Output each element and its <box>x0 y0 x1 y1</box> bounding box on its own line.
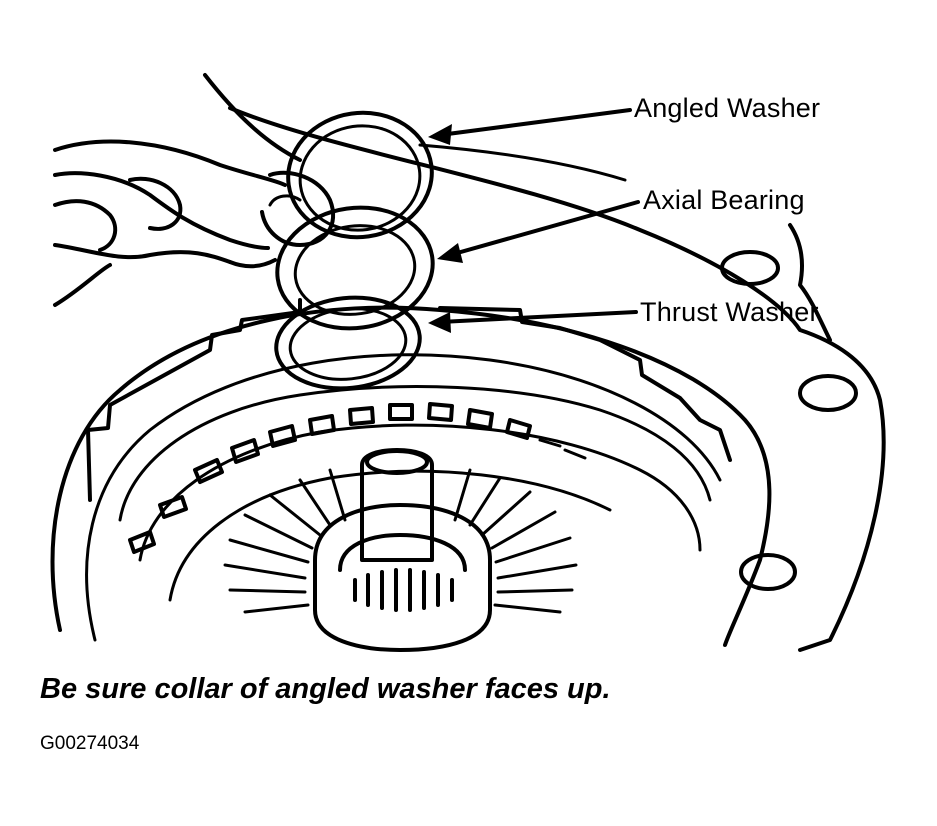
callout-angled-washer: Angled Washer <box>634 93 821 123</box>
clutch-drum <box>86 298 732 602</box>
bolt-hole-3 <box>739 553 797 591</box>
clutch-plate-teeth <box>128 402 587 554</box>
callout-thrust-washer: Thrust Washer <box>640 297 819 327</box>
bolt-hole-2 <box>798 374 858 412</box>
bolt-hole-1 <box>720 250 780 286</box>
leader-arrows <box>418 108 640 333</box>
hand-illustration <box>53 73 336 307</box>
output-shaft <box>313 448 492 652</box>
radial-fins <box>223 468 578 614</box>
angled-washer-ring <box>286 110 434 240</box>
callout-axial-bearing: Axial Bearing <box>643 185 805 215</box>
thrust-washer-ring <box>274 295 422 391</box>
figure-id: G00274034 <box>40 733 140 754</box>
figure-caption: Be sure collar of angled washer faces up… <box>40 673 611 705</box>
axial-bearing-ring <box>275 205 435 331</box>
